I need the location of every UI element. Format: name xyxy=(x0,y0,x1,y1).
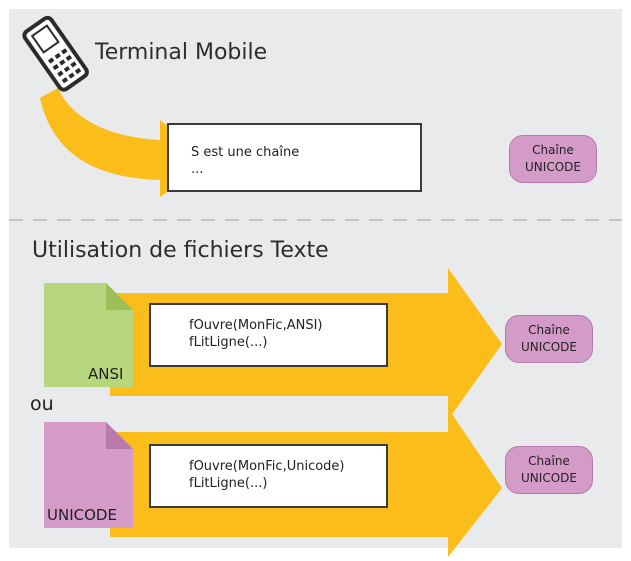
mobile-phone-icon xyxy=(22,15,89,92)
badge-line: Chaîne xyxy=(532,143,574,157)
code-line: fLitLigne(...) xyxy=(189,335,268,350)
code-line: fOuvre(MonFic,Unicode) xyxy=(189,459,345,474)
badge-line: UNICODE xyxy=(521,471,577,485)
badge-line: Chaîne xyxy=(528,454,570,468)
mobile-title: Terminal Mobile xyxy=(95,40,268,65)
unicode-code-box: fOuvre(MonFic,Unicode) fLitLigne(...) xyxy=(149,444,388,508)
ansi-file-label: ANSI xyxy=(88,365,124,383)
unicode-badge: Chaîne UNICODE xyxy=(505,315,593,363)
badge-line: UNICODE xyxy=(521,340,577,354)
ansi-file-icon xyxy=(44,283,133,387)
unicode-badge: Chaîne UNICODE xyxy=(505,446,593,494)
badge-line: Chaîne xyxy=(528,323,570,337)
code-line: fOuvre(MonFic,ANSI) xyxy=(189,318,323,333)
unicode-file-label: UNICODE xyxy=(47,506,117,524)
code-line: S est une chaîne xyxy=(191,145,300,160)
ansi-code-box: fOuvre(MonFic,ANSI) fLitLigne(...) xyxy=(149,303,388,367)
code-line: ... xyxy=(191,162,204,177)
code-line: fLitLigne(...) xyxy=(189,476,268,491)
badge-line: UNICODE xyxy=(525,160,581,174)
unicode-badge: Chaîne UNICODE xyxy=(509,135,597,183)
unicode-file-icon xyxy=(44,422,133,528)
text-files-title: Utilisation de fichiers Texte xyxy=(32,238,329,263)
or-connector: ou xyxy=(30,393,54,415)
mobile-code-box: S est une chaîne ... xyxy=(167,123,422,192)
